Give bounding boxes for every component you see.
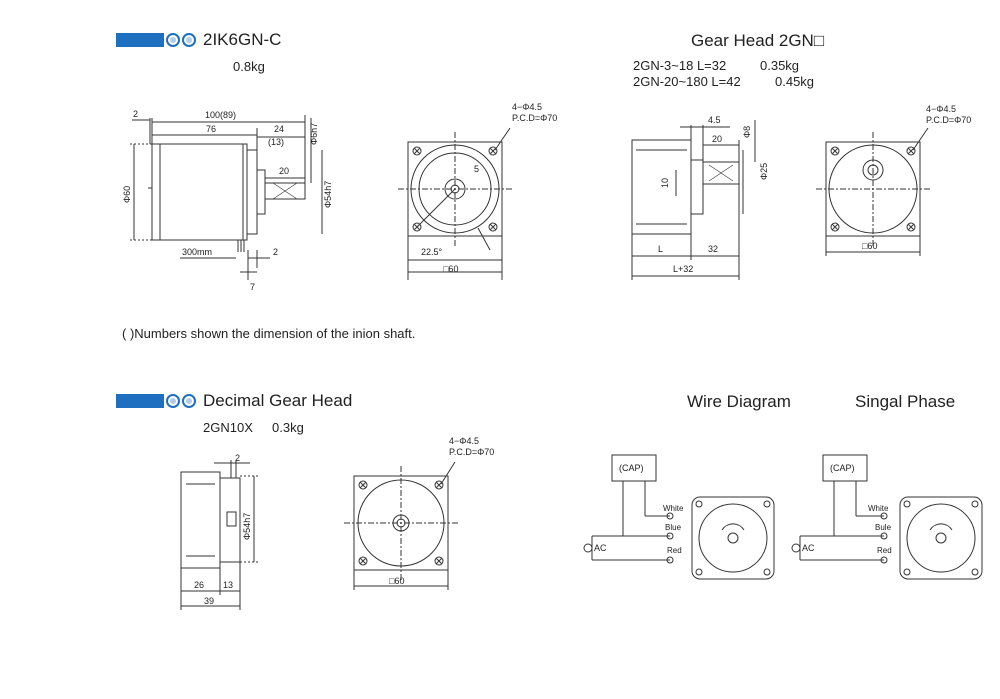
wd1-white: White bbox=[663, 504, 684, 513]
double-circle-icon bbox=[166, 394, 180, 408]
wd1-red: Red bbox=[667, 546, 682, 555]
dec-dim-2: 2 bbox=[235, 453, 240, 463]
dec-front-holes: 4−Φ4.5 bbox=[449, 436, 479, 446]
decimal-front-view bbox=[344, 461, 458, 590]
wd1-blue: Blue bbox=[665, 523, 682, 532]
gh-front-pcd: P.C.D=Φ70 bbox=[926, 115, 971, 125]
double-circle-icon bbox=[166, 33, 180, 47]
dec-dim-54h7: Φ54h7 bbox=[242, 513, 252, 540]
dim-20: 20 bbox=[279, 166, 289, 176]
gearhead-weight2: 0.45kg bbox=[775, 74, 815, 89]
decimal-model: 2GN10X bbox=[203, 420, 253, 435]
dim-6h7: Φ6h7 bbox=[309, 123, 319, 145]
shaft-note: ( )Numbers shown the dimension of the in… bbox=[122, 326, 416, 341]
dim-100: 100(89) bbox=[205, 110, 236, 120]
wd2-red: Red bbox=[877, 546, 892, 555]
gh-dim-10: 10 bbox=[660, 178, 670, 188]
section-header-decimal: Decimal Gear Head bbox=[116, 391, 352, 411]
gh-front-holes: 4−Φ4.5 bbox=[926, 104, 956, 114]
dec-dim-26: 26 bbox=[194, 580, 204, 590]
motor-title: 2IK6GN-C bbox=[203, 30, 282, 49]
gearhead-spec2: 2GN-20~180 L=42 bbox=[633, 74, 741, 89]
motor-side-view bbox=[130, 115, 323, 280]
gh-dim-25: Φ25 bbox=[759, 163, 769, 180]
motor-front-view bbox=[398, 127, 512, 280]
gearhead-front-view bbox=[816, 127, 930, 256]
dec-dim-39: 39 bbox=[204, 596, 214, 606]
dim-2: 2 bbox=[133, 109, 138, 119]
gh-dim-45: 4.5 bbox=[708, 115, 721, 125]
front-pcd: P.C.D=Φ70 bbox=[512, 113, 557, 123]
double-circle-icon bbox=[182, 33, 196, 47]
wd2-ac: AC bbox=[802, 543, 815, 553]
dim-13: (13) bbox=[268, 137, 284, 147]
single-phase-title: Singal Phase bbox=[855, 392, 956, 411]
dim-54h7: Φ54h7 bbox=[323, 181, 333, 208]
wd1-cap: (CAP) bbox=[619, 463, 644, 473]
gh-dim-20: 20 bbox=[712, 134, 722, 144]
double-circle-icon bbox=[182, 394, 196, 408]
dim-300mm: 300mm bbox=[182, 247, 212, 257]
decimal-title: Decimal Gear Head bbox=[203, 391, 353, 410]
wd2-cap: (CAP) bbox=[830, 463, 855, 473]
header-bar bbox=[116, 33, 164, 47]
gearhead-side-view bbox=[631, 120, 756, 280]
dim-7: 7 bbox=[250, 282, 255, 292]
wire-diagram-2 bbox=[791, 454, 983, 580]
front-5: 5 bbox=[474, 164, 479, 174]
dim-phi60: Φ60 bbox=[122, 186, 132, 203]
wd1-ac: AC bbox=[594, 543, 607, 553]
gh-dim-32: 32 bbox=[708, 244, 718, 254]
gh-dim-8: Φ8 bbox=[742, 126, 752, 138]
dec-front-pcd: P.C.D=Φ70 bbox=[449, 447, 494, 457]
wire-diagram-title: Wire Diagram bbox=[687, 392, 791, 411]
header-bar bbox=[116, 394, 164, 408]
section-header-motor: 2IK6GN-C bbox=[116, 30, 281, 50]
dim-2b: 2 bbox=[273, 247, 278, 257]
gearhead-weight1: 0.35kg bbox=[760, 58, 800, 73]
dec-front-square: □60 bbox=[389, 576, 404, 586]
wire-diagram-1 bbox=[583, 454, 775, 580]
gh-front-square: □60 bbox=[862, 241, 877, 251]
decimal-side-view bbox=[180, 460, 258, 610]
front-holes: 4−Φ4.5 bbox=[512, 102, 542, 112]
dim-76: 76 bbox=[206, 124, 216, 134]
gearhead-title: Gear Head 2GN□ bbox=[691, 31, 825, 50]
front-angle: 22.5° bbox=[421, 247, 443, 257]
dim-24: 24 bbox=[274, 124, 284, 134]
dec-dim-13: 13 bbox=[223, 580, 233, 590]
decimal-weight: 0.3kg bbox=[272, 420, 304, 435]
gearhead-spec1: 2GN-3~18 L=32 bbox=[633, 58, 727, 73]
gh-dim-L32: L+32 bbox=[673, 264, 693, 274]
wd2-blue: Bule bbox=[875, 523, 892, 532]
front-square: □60 bbox=[443, 264, 458, 274]
gh-dim-L: L bbox=[658, 244, 663, 254]
motor-weight: 0.8kg bbox=[233, 59, 265, 74]
wd2-white: White bbox=[868, 504, 889, 513]
